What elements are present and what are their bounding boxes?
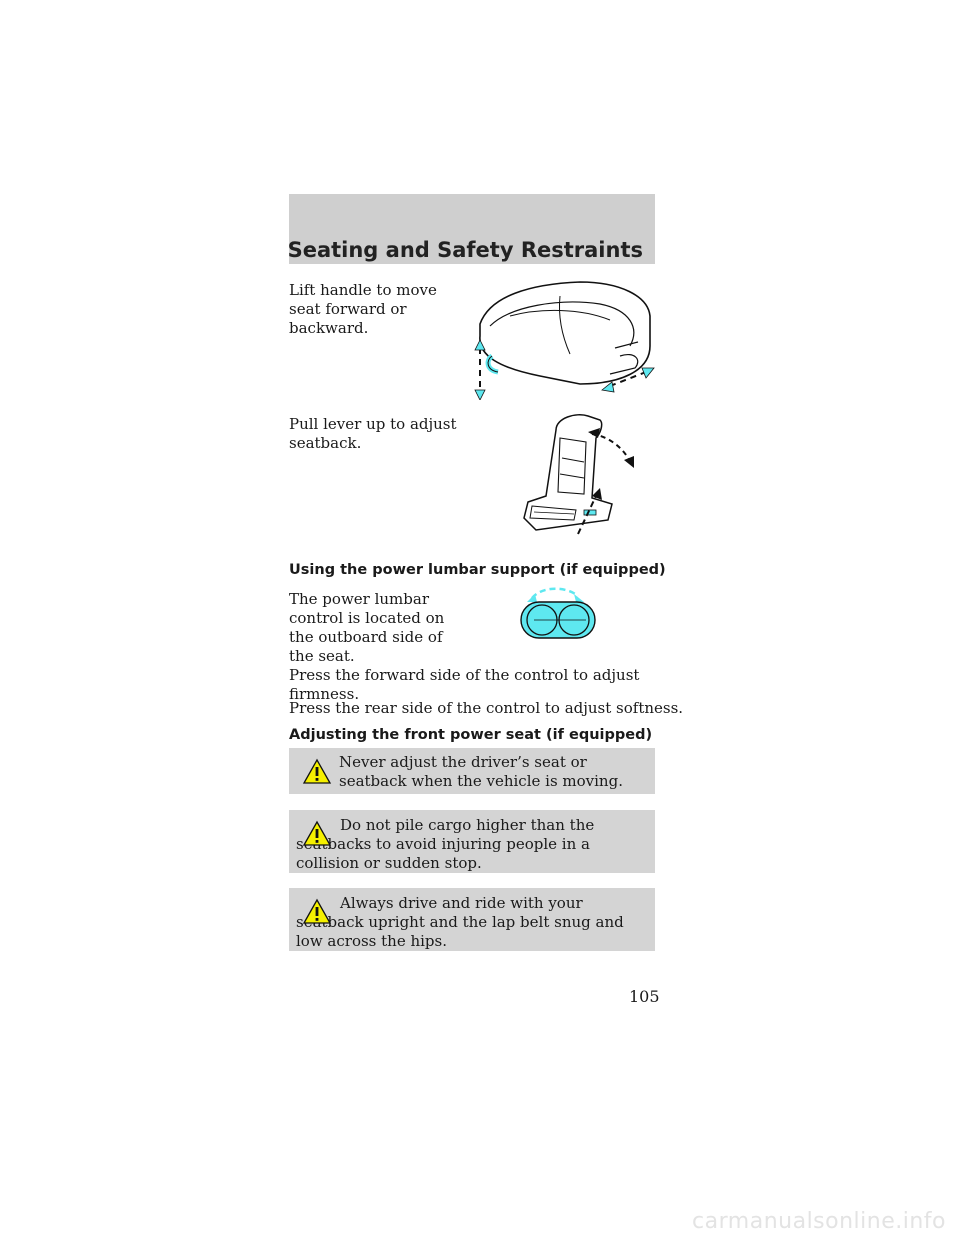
- lumbar-location-text: The power lumbar control is located on t…: [289, 590, 445, 665]
- page-number: 105: [629, 987, 660, 1006]
- lumbar-heading: Using the power lumbar support (if equip…: [289, 562, 666, 578]
- warning-triangle-icon: [302, 820, 332, 846]
- lumbar-control-illustration: [520, 587, 596, 639]
- power-seat-heading: Adjusting the front power seat (if equip…: [289, 727, 653, 743]
- warning-text: Always drive and ride with your seatback…: [296, 894, 624, 950]
- lumbar-forward-text: Press the forward side of the control to…: [289, 666, 640, 703]
- warning-triangle-icon: [302, 758, 332, 784]
- warning-box: Never adjust the driver’s seat or seatba…: [289, 748, 655, 794]
- warning-box: Always drive and ride with your seatback…: [289, 888, 655, 951]
- page-title: Seating and Safety Restraints: [287, 238, 643, 262]
- lumbar-rear-text: Press the rear side of the control to ad…: [289, 699, 684, 717]
- seatback-illustration: [523, 414, 634, 535]
- seatback-text: Pull lever up to adjust seatback.: [289, 415, 457, 452]
- warning-text: Never adjust the driver’s seat or seatba…: [339, 753, 623, 790]
- watermark: carmanualsonline.info: [692, 1209, 946, 1234]
- seat-cushion-illustration: [474, 281, 655, 400]
- warning-triangle-icon: [302, 898, 332, 924]
- warning-box: Do not pile cargo higher than the seatba…: [289, 810, 655, 873]
- header-band: Seating and Safety Restraints: [287, 194, 655, 264]
- warning-text: Do not pile cargo higher than the seatba…: [296, 816, 595, 872]
- seat-move-text: Lift handle to move seat forward or back…: [289, 281, 437, 337]
